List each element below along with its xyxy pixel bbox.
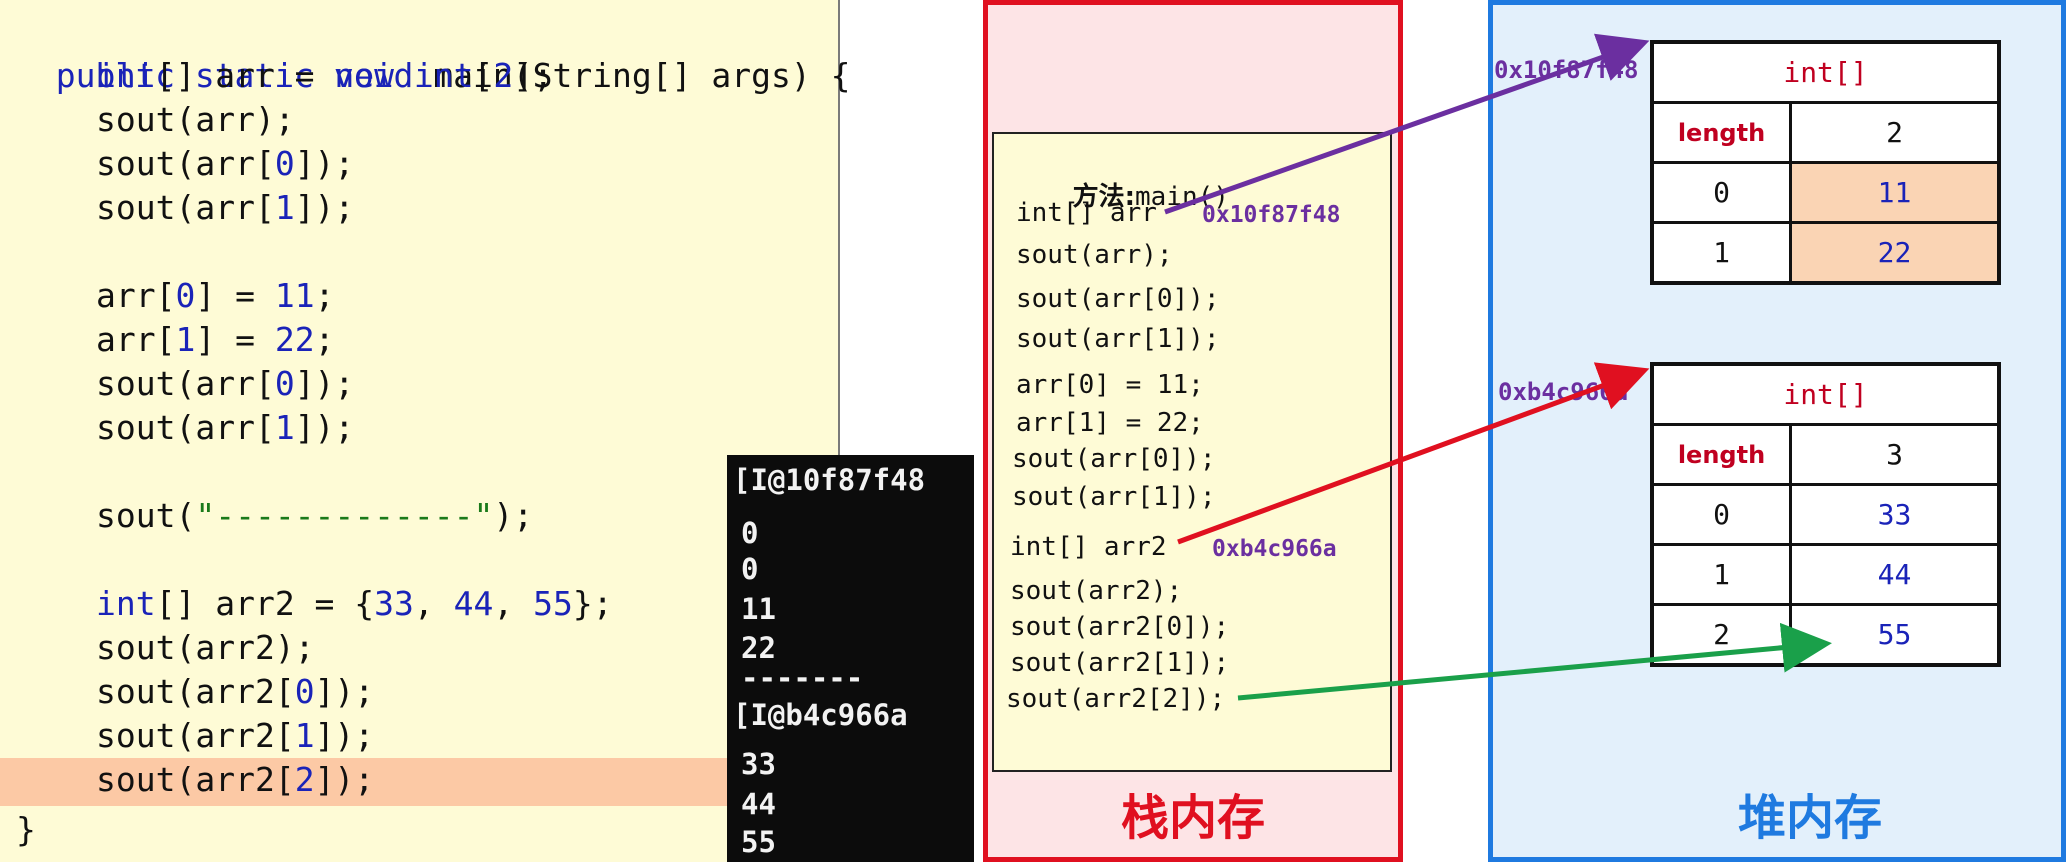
console-line: 0: [741, 552, 759, 586]
length-value: 2: [1789, 101, 2001, 164]
code-line-8: sout(arr[1]);: [96, 408, 355, 447]
console-line: 33: [741, 747, 776, 781]
stack-arr2-address: 0xb4c966a: [1212, 536, 1337, 562]
console-line: 22: [741, 631, 776, 665]
stack-arr-address: 0x10f87f48: [1202, 202, 1341, 228]
stack-line: sout(arr[0]);: [1016, 284, 1220, 314]
code-line-7: sout(arr[0]);: [96, 364, 355, 403]
stack-line: arr[1] = 22;: [1016, 408, 1204, 438]
code-line-2: sout(arr);: [96, 100, 295, 139]
stack-line: sout(arr2[1]);: [1010, 648, 1230, 678]
code-closing-brace: }: [16, 810, 36, 849]
code-panel: [0, 0, 840, 862]
array-element: 22: [1789, 221, 2001, 285]
code-signature: public static void main(String[] args) {: [55, 56, 851, 95]
code-line-12: sout(arr2[0]);: [96, 672, 375, 711]
heap-array-arr: int[] length 2 0 11 1 22: [1650, 40, 2001, 285]
array-element: 44: [1789, 543, 2001, 606]
stack-line: sout(arr[1]);: [1012, 482, 1216, 512]
code-line-11: sout(arr2);: [96, 628, 315, 667]
length-label: length: [1650, 423, 1792, 486]
stack-line: sout(arr2[0]);: [1010, 612, 1230, 642]
code-line-14: sout(arr2[2]);: [96, 760, 375, 799]
stack-line: sout(arr2[2]);: [1006, 684, 1226, 714]
method-label: 方法:: [1072, 182, 1136, 212]
code-line-9: sout("-------------");: [96, 496, 534, 535]
array-index: 0: [1650, 483, 1792, 546]
arrow-arr-to-heap: [1164, 33, 1650, 215]
array-index: 1: [1650, 543, 1792, 606]
stack-memory-title: 栈内存: [1120, 790, 1265, 846]
stack-var-arr2: int[] arr2: [1010, 532, 1167, 562]
stack-line: sout(arr);: [1016, 240, 1173, 270]
code-line-6: arr[1] = 22;: [96, 320, 335, 359]
length-value: 3: [1789, 423, 2001, 486]
heap-array-arr2: int[] length 3 0 33 1 44 2 55: [1650, 362, 2001, 667]
code-line-1: int[] arr = new int[2];: [96, 56, 553, 95]
array-type: int[]: [1650, 40, 2001, 104]
code-line-13: sout(arr2[1]);: [96, 716, 375, 755]
array-element: 11: [1789, 161, 2001, 224]
stack-line: sout(arr[0]);: [1012, 444, 1216, 474]
array-index: 1: [1650, 221, 1792, 285]
stack-line: sout(arr[1]);: [1016, 324, 1220, 354]
arrow-arr2-element-to-heap: [1237, 622, 1832, 701]
stack-var-arr: int[] arr: [1016, 198, 1157, 228]
console-separator: -------: [741, 661, 864, 695]
console-line: [I@b4c966a: [733, 698, 908, 732]
console-line: 11: [741, 592, 776, 626]
console-line: 55: [741, 825, 776, 859]
console-line: [I@10f87f48: [733, 463, 926, 497]
console-line: 0: [741, 516, 759, 550]
main-stack-frame: 方法:main() int[] arr 0x10f87f48 sout(arr)…: [992, 132, 1392, 772]
heap-memory-title: 堆内存: [1737, 790, 1882, 846]
console-output: [I@10f87f48 0 0 11 22 ------- [I@b4c966a…: [727, 455, 974, 862]
console-line: 44: [741, 787, 776, 821]
code-line-3: sout(arr[0]);: [96, 144, 355, 183]
array-type: int[]: [1650, 362, 2001, 426]
code-line-10: int[] arr2 = {33, 44, 55};: [96, 584, 613, 623]
array-element: 33: [1789, 483, 2001, 546]
current-line-highlight: [0, 758, 840, 806]
code-line-4: sout(arr[1]);: [96, 188, 355, 227]
array-index: 0: [1650, 161, 1792, 224]
code-line-5: arr[0] = 11;: [96, 276, 335, 315]
arrow-arr2-to-heap: [1177, 362, 1650, 545]
length-label: length: [1650, 101, 1792, 164]
stack-line: arr[0] = 11;: [1016, 370, 1204, 400]
stack-line: sout(arr2);: [1010, 576, 1183, 606]
